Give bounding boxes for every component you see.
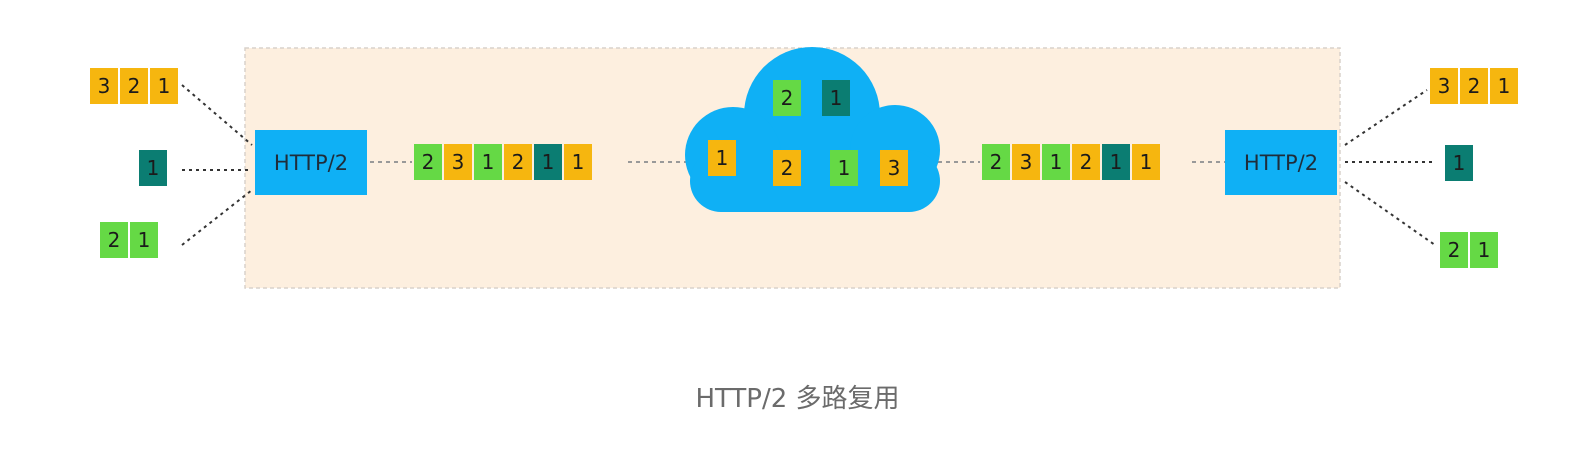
receiver3-frame-2: 1 [1470, 232, 1498, 268]
receiver3-frame-2-label: 1 [1478, 238, 1491, 262]
right-stream-frame-5-label: 1 [1110, 150, 1123, 174]
cloud-frame-3-label: 1 [716, 146, 729, 170]
left-stream-frame-2: 3 [444, 144, 472, 180]
sender3-frame-2-label: 1 [138, 228, 151, 252]
cloud-frame-2: 1 [822, 80, 850, 116]
receiver1-frame-2: 2 [1460, 68, 1488, 104]
cloud-frame-1-label: 2 [781, 86, 794, 110]
right-stream-frame-6: 1 [1132, 144, 1160, 180]
left-stream-frame-5: 1 [534, 144, 562, 180]
cloud-frame-1: 2 [773, 80, 801, 116]
receiver2-frame-1: 1 [1445, 145, 1473, 181]
sender1-frame-3: 1 [150, 68, 178, 104]
connector-sender3-node [181, 189, 253, 246]
receiver3-frame-1: 2 [1440, 232, 1468, 268]
right-http2-node-label: HTTP/2 [1244, 151, 1318, 175]
receiver2-frame-1-label: 1 [1453, 151, 1466, 175]
cloud-frame-4: 2 [773, 150, 801, 186]
sender1-frame-1-label: 3 [98, 74, 111, 98]
connector-receiver1-node [1344, 89, 1428, 146]
sender1-frame-3-label: 1 [158, 74, 171, 98]
sender3-frame-1: 2 [100, 222, 128, 258]
right-stream-frame-1: 2 [982, 144, 1010, 180]
sender1-frame-2-label: 2 [128, 74, 141, 98]
sender3-frame-2: 1 [130, 222, 158, 258]
left-stream-frame-3-label: 1 [482, 150, 495, 174]
receiver3-frame-1-label: 2 [1448, 238, 1461, 262]
right-http2-node: HTTP/2 [1225, 130, 1337, 195]
left-stream-frame-6-label: 1 [572, 150, 585, 174]
sender1-frame-2: 2 [120, 68, 148, 104]
cloud-frame-4-label: 2 [781, 156, 794, 180]
left-stream-frame-1: 2 [414, 144, 442, 180]
receiver1-frame-1: 3 [1430, 68, 1458, 104]
receiver1-frame-3: 1 [1490, 68, 1518, 104]
left-http2-node: HTTP/2 [255, 130, 367, 195]
left-stream-frame-6: 1 [564, 144, 592, 180]
sender2-frame-1: 1 [139, 150, 167, 186]
right-stream-frame-5: 1 [1102, 144, 1130, 180]
left-stream-frame-3: 1 [474, 144, 502, 180]
cloud-frame-5-label: 1 [838, 156, 851, 180]
connector-sender1-node [181, 84, 253, 146]
diagram-caption: HTTP/2 多路复用 [695, 384, 900, 414]
cloud-frame-2-label: 1 [830, 86, 843, 110]
cloud-frame-5: 1 [830, 150, 858, 186]
left-http2-node-label: HTTP/2 [274, 151, 348, 175]
right-stream-frame-1-label: 2 [990, 150, 1003, 174]
sender2-frame-1-label: 1 [147, 156, 160, 180]
receiver1-frame-2-label: 2 [1468, 74, 1481, 98]
cloud-frame-6: 3 [880, 150, 908, 186]
right-stream-frame-3: 1 [1042, 144, 1070, 180]
connector-receiver3-node [1344, 181, 1436, 246]
sender1-frame-1: 3 [90, 68, 118, 104]
right-stream-frame-2: 3 [1012, 144, 1040, 180]
left-stream-frame-5-label: 1 [542, 150, 555, 174]
left-stream-frame-4-label: 2 [512, 150, 525, 174]
cloud-frame-3: 1 [708, 140, 736, 176]
connector-lines [181, 84, 1436, 246]
receiver1-frame-1-label: 3 [1438, 74, 1451, 98]
right-stream-frame-3-label: 1 [1050, 150, 1063, 174]
right-stream-frame-6-label: 1 [1140, 150, 1153, 174]
left-stream-frame-2-label: 3 [452, 150, 465, 174]
left-stream-frame-4: 2 [504, 144, 532, 180]
right-stream-frame-4: 2 [1072, 144, 1100, 180]
right-stream-frame-4-label: 2 [1080, 150, 1093, 174]
left-stream-frame-1-label: 2 [422, 150, 435, 174]
right-stream-frame-2-label: 3 [1020, 150, 1033, 174]
receiver1-frame-3-label: 1 [1498, 74, 1511, 98]
sender3-frame-1-label: 2 [108, 228, 121, 252]
cloud-frame-6-label: 3 [888, 156, 901, 180]
